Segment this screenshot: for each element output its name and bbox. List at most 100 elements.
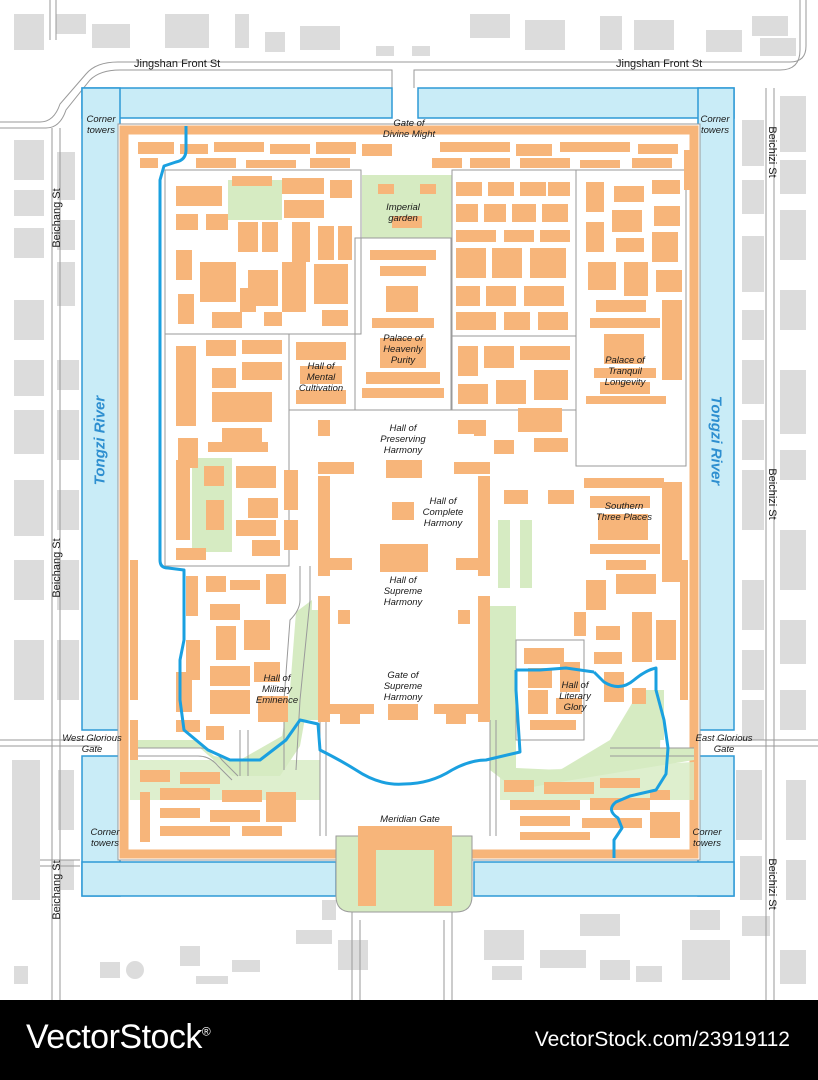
building <box>358 826 376 906</box>
building <box>130 560 138 700</box>
building <box>584 478 664 488</box>
river-tongzi-east: Tongzi River <box>707 395 725 486</box>
label-hall-of-complete-harmony: Hall of Complete Harmony <box>422 496 464 529</box>
building <box>614 186 644 202</box>
building <box>270 144 310 154</box>
label-meridian-gate: Meridian Gate <box>380 814 440 825</box>
building <box>656 620 676 660</box>
building <box>616 238 644 252</box>
building <box>316 142 356 154</box>
vectorstock-logo: VectorStock® <box>26 1018 211 1057</box>
building <box>362 144 392 156</box>
brand-registered-mark: ® <box>201 1024 211 1039</box>
building <box>240 288 256 312</box>
building <box>212 392 272 422</box>
inner-golden-water-river <box>158 126 670 858</box>
building <box>548 490 574 504</box>
building <box>248 498 278 518</box>
label-corner-towers-nw: Corner towers <box>86 114 116 136</box>
building <box>212 368 236 388</box>
label-corner-towers-se: Corner towers <box>692 827 722 849</box>
building <box>652 180 680 194</box>
building <box>544 782 594 794</box>
building <box>200 262 236 302</box>
building <box>210 666 250 686</box>
building <box>210 604 240 620</box>
building <box>176 672 192 712</box>
building <box>296 342 346 360</box>
building <box>378 184 394 194</box>
building <box>386 286 418 312</box>
street-beichang-middle: Beichang St <box>51 538 63 598</box>
building <box>492 248 522 278</box>
building <box>160 826 230 836</box>
building <box>366 372 440 384</box>
building <box>446 714 466 724</box>
building <box>252 540 280 556</box>
building <box>652 232 678 262</box>
building <box>130 720 138 760</box>
street-jingshan-front-west: Jingshan Front St <box>134 58 221 70</box>
palace-buildings <box>130 142 692 906</box>
building <box>238 222 258 252</box>
building <box>208 442 268 452</box>
building <box>176 460 190 540</box>
building <box>388 704 418 720</box>
building <box>176 214 198 230</box>
building <box>516 144 552 156</box>
building <box>310 158 350 168</box>
building <box>242 340 282 354</box>
building <box>292 222 310 262</box>
building <box>456 230 496 242</box>
label-hall-of-mental-cultivation: Hall of Mental Cultivation <box>298 361 344 394</box>
building <box>180 772 220 784</box>
building <box>456 558 478 570</box>
building <box>266 792 296 822</box>
street-jingshan-front-east: Jingshan Front St <box>616 58 703 70</box>
building <box>246 160 296 168</box>
building <box>236 466 276 488</box>
building <box>520 158 570 168</box>
building <box>612 210 642 232</box>
inner-river-east-segment <box>516 666 595 674</box>
city-blocks <box>12 14 806 984</box>
building <box>232 176 272 186</box>
building <box>318 462 354 474</box>
building <box>624 262 648 296</box>
building <box>242 362 282 380</box>
building <box>680 560 688 700</box>
building <box>504 490 528 504</box>
building <box>520 832 590 840</box>
meridian-road <box>351 912 453 1000</box>
building <box>432 158 462 168</box>
building <box>474 420 486 436</box>
building <box>588 262 616 290</box>
building <box>596 300 646 312</box>
building <box>590 496 650 508</box>
brand-name: VectorStock <box>26 1018 202 1056</box>
building <box>534 370 568 400</box>
building <box>178 294 194 324</box>
building <box>140 158 158 168</box>
building <box>458 346 478 376</box>
building <box>266 574 286 604</box>
building <box>586 182 604 212</box>
building <box>330 558 352 570</box>
label-east-glorious-gate: East Glorious Gate <box>695 733 753 755</box>
building <box>518 408 562 432</box>
label-hall-of-preserving-harmony: Hall of Preserving Harmony <box>380 423 426 456</box>
building <box>662 300 682 380</box>
building <box>176 186 222 206</box>
building <box>478 596 490 722</box>
building <box>204 466 224 486</box>
building <box>484 204 506 222</box>
building <box>176 720 200 732</box>
building <box>484 346 514 368</box>
building <box>586 580 606 610</box>
label-west-glorious-gate: West Glorious Gate <box>62 733 122 755</box>
building <box>284 520 298 550</box>
building <box>264 312 282 326</box>
building <box>590 798 650 810</box>
building <box>638 144 678 154</box>
river-tongzi-west: Tongzi River <box>91 395 109 486</box>
